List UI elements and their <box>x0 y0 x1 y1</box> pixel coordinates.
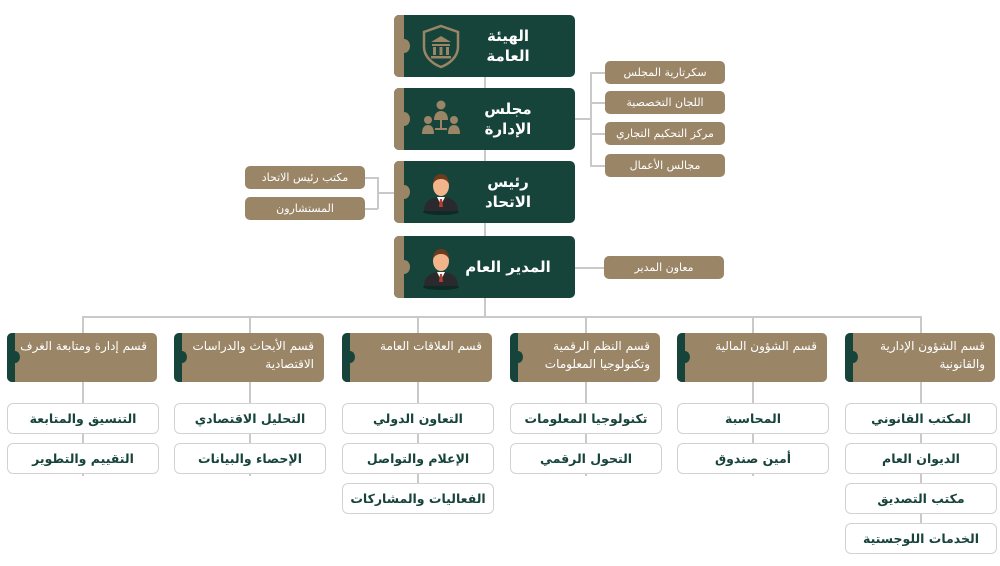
department-title: قسم الأبحاث والدراسات الاقتصادية <box>192 339 315 371</box>
connector <box>590 72 605 74</box>
box-title: المدير العام <box>465 258 551 276</box>
unit-box: المكتب القانوني <box>845 403 997 434</box>
board-unit: سكرتارية المجلس <box>605 61 725 84</box>
department-header: قسم الأبحاث والدراسات الاقتصادية <box>174 333 324 382</box>
unit-box: الإحصاء والبيانات <box>174 443 326 474</box>
board-unit: اللجان التخصصية <box>605 91 725 114</box>
stripe <box>394 236 410 298</box>
connector <box>364 177 378 179</box>
unit-box: الإعلام والتواصل <box>342 443 494 474</box>
bank-shield-icon <box>422 24 460 69</box>
board-of-directors-box: مجلس الإدارة <box>394 88 575 150</box>
connector <box>590 165 605 167</box>
connector <box>377 177 379 209</box>
general-assembly-box: الهيئة العامة <box>394 15 575 77</box>
stripe <box>677 333 690 382</box>
box-title: رئيس الاتحاد <box>484 173 532 211</box>
unit-box: الديوان العام <box>845 443 997 474</box>
stripe <box>845 333 858 382</box>
department-header: قسم الشؤون الإدارية والقانونية <box>845 333 995 382</box>
department-title: قسم الشؤون الإدارية والقانونية <box>880 339 985 371</box>
box-title: الهيئة العامة <box>486 27 530 65</box>
unit-box: التنسيق والمتابعة <box>7 403 159 434</box>
department-header: قسم الشؤون المالية <box>677 333 827 382</box>
federation-president-box: رئيس الاتحاد <box>394 161 575 223</box>
unit-box: تكنولوجيا المعلومات <box>510 403 662 434</box>
department-title: قسم العلاقات العامة <box>380 339 482 353</box>
connector <box>590 133 605 135</box>
connector <box>82 316 84 476</box>
unit-box: مكتب التصديق <box>845 483 997 514</box>
connector <box>752 316 754 476</box>
department-header: قسم النظم الرقمية وتكنولوجيا المعلومات <box>510 333 660 382</box>
connector <box>249 316 251 476</box>
stripe <box>510 333 523 382</box>
connector <box>575 267 605 269</box>
stripe <box>7 333 20 382</box>
unit-box: الفعاليات والمشاركات <box>342 483 494 514</box>
general-director-box: المدير العام <box>394 236 575 298</box>
unit-box: التحليل الاقتصادي <box>174 403 326 434</box>
unit-box: التقييم والتطوير <box>7 443 159 474</box>
box-title: مجلس الإدارة <box>484 100 532 138</box>
connector <box>82 316 922 318</box>
department-title: قسم الشؤون المالية <box>715 339 817 353</box>
department-title: قسم النظم الرقمية وتكنولوجيا المعلومات <box>544 339 650 371</box>
unit-box: الخدمات اللوجستية <box>845 523 997 554</box>
stripe <box>174 333 187 382</box>
president-unit: مكتب رئيس الاتحاد <box>245 166 365 189</box>
stripe <box>342 333 355 382</box>
connector <box>590 72 592 166</box>
board-unit: مجالس الأعمال <box>605 154 725 177</box>
department-header: قسم العلاقات العامة <box>342 333 492 382</box>
person-avatar-icon <box>423 249 459 290</box>
stripe <box>394 88 410 150</box>
person-avatar-icon <box>423 174 459 215</box>
connector <box>378 192 394 194</box>
board-people-icon <box>422 100 460 134</box>
director-unit: معاون المدير <box>604 256 724 279</box>
unit-box: المحاسبة <box>677 403 829 434</box>
connector <box>590 102 605 104</box>
connector <box>575 118 591 120</box>
unit-box: التحول الرقمي <box>510 443 662 474</box>
stripe <box>394 161 410 223</box>
unit-box: أمين صندوق <box>677 443 829 474</box>
connector <box>585 316 587 476</box>
board-unit: مركز التحكيم التجاري <box>605 122 725 145</box>
unit-box: التعاون الدولي <box>342 403 494 434</box>
stripe <box>394 15 410 77</box>
department-header: قسم إدارة ومتابعة الغرف <box>7 333 157 382</box>
department-title: قسم إدارة ومتابعة الغرف <box>20 339 147 353</box>
connector <box>364 208 378 210</box>
president-unit: المستشارون <box>245 197 365 220</box>
